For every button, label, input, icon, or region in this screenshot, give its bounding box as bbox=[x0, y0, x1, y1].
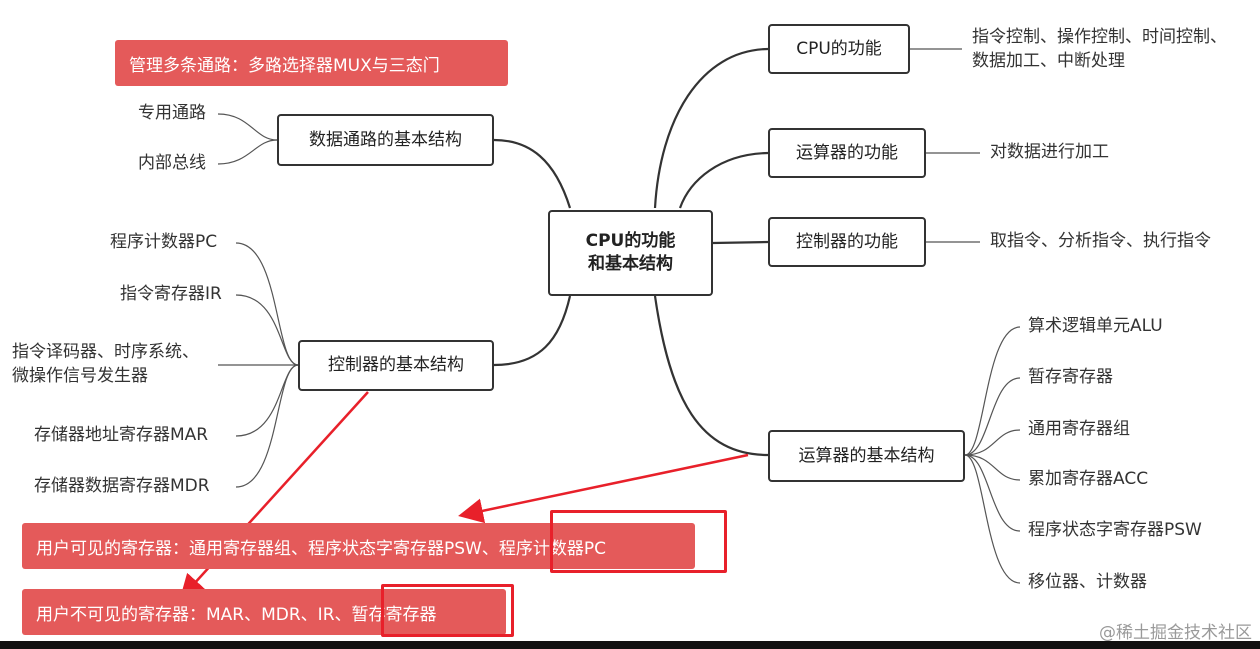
bottom-bar bbox=[0, 641, 1260, 649]
mux-note: 管理多条通路：多路选择器MUX与三态门 bbox=[115, 40, 508, 86]
center-line1: CPU的功能 bbox=[585, 231, 676, 252]
datapath-structure-node[interactable]: 数据通路的基本结构 bbox=[277, 114, 494, 166]
datapath-structure-label: 数据通路的基本结构 bbox=[309, 129, 462, 150]
connector-center-ctrl-struct bbox=[493, 295, 572, 367]
cpu-function-detail-line2: 数据加工、中断处理 bbox=[972, 51, 1125, 71]
cpu-function-detail-line1: 指令控制、操作控制、时间控制、 bbox=[972, 27, 1227, 47]
alu-function-detail: 对数据进行加工 bbox=[990, 142, 1109, 162]
alu-structure-item: 算术逻辑单元ALU bbox=[1028, 316, 1163, 336]
alu-function-node[interactable]: 运算器的功能 bbox=[768, 128, 926, 178]
controller-function-label: 控制器的功能 bbox=[796, 231, 898, 252]
alu-function-label: 运算器的功能 bbox=[796, 142, 898, 163]
alu-structure-node[interactable]: 运算器的基本结构 bbox=[768, 430, 965, 482]
datapath-item: 内部总线 bbox=[138, 153, 206, 173]
controller-structure-item: 存储器数据寄存器MDR bbox=[34, 476, 210, 496]
alu-structure-item: 移位器、计数器 bbox=[1028, 572, 1147, 592]
connector-center-cpu-func bbox=[653, 47, 769, 209]
alu-structure-item: 暂存寄存器 bbox=[1028, 367, 1113, 387]
connector-center-datapath bbox=[493, 138, 572, 209]
alu-structure-label: 运算器的基本结构 bbox=[798, 445, 935, 466]
watermark: @稀土掘金技术社区 bbox=[1099, 623, 1252, 643]
cpu-function-label: CPU的功能 bbox=[796, 38, 882, 59]
alu-structure-item: 累加寄存器ACC bbox=[1028, 469, 1149, 489]
connector-center-ctrl-func bbox=[712, 240, 769, 245]
controller-function-node[interactable]: 控制器的功能 bbox=[768, 217, 926, 267]
highlight-pc bbox=[550, 510, 727, 573]
datapath-item: 专用通路 bbox=[138, 103, 206, 123]
center-line2: 和基本结构 bbox=[588, 254, 673, 274]
controller-structure-item: 存储器地址寄存器MAR bbox=[34, 425, 209, 445]
controller-function-detail: 取指令、分析指令、执行指令 bbox=[990, 231, 1211, 251]
controller-structure-node[interactable]: 控制器的基本结构 bbox=[298, 340, 494, 391]
cpu-function-node[interactable]: CPU的功能 bbox=[768, 24, 910, 74]
invisible-registers-note: 用户不可见的寄存器：MAR、MDR、IR、暂存寄存器 bbox=[22, 589, 506, 635]
connector-center-alu-struct bbox=[653, 295, 769, 457]
controller-structure-item: 指令译码器、时序系统、 微操作信号发生器 bbox=[12, 342, 199, 386]
controller-structure-item: 指令寄存器IR bbox=[120, 284, 222, 304]
connector-center-alu-func bbox=[678, 151, 769, 209]
alu-structure-item: 通用寄存器组 bbox=[1028, 419, 1130, 439]
controller-structure-label: 控制器的基本结构 bbox=[328, 355, 464, 376]
highlight-temp-register bbox=[381, 584, 514, 637]
arrow-alu-to-visible bbox=[458, 453, 749, 524]
visible-registers-note: 用户可见的寄存器：通用寄存器组、程序状态字寄存器PSW、程序计数器PC bbox=[22, 523, 695, 569]
center-node[interactable]: CPU的功能 和基本结构 bbox=[548, 210, 713, 296]
alu-structure-item: 程序状态字寄存器PSW bbox=[1028, 520, 1202, 540]
controller-structure-item: 程序计数器PC bbox=[110, 232, 218, 252]
